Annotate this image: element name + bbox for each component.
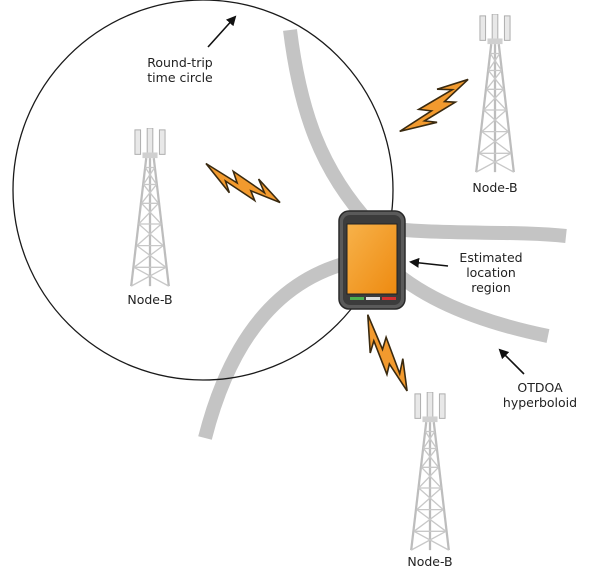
node-b-label-top-right: Node-B — [472, 180, 518, 195]
otdoa-label-line1: OTDOA — [517, 380, 563, 395]
lightning-bolt-icon — [398, 61, 469, 150]
arrow-icon — [498, 348, 525, 375]
cell-tower-icon — [474, 14, 516, 174]
lightning-bolt-icon — [344, 313, 431, 392]
node-b-label-left: Node-B — [127, 292, 173, 307]
node-b-label-bottom: Node-B — [407, 554, 453, 569]
estimated-location-label: Estimated location region — [448, 250, 534, 295]
round-trip-time-circle — [12, 0, 394, 381]
estimated-label-line1: Estimated — [459, 250, 523, 265]
otdoa-hyperbola-top — [283, 29, 567, 243]
round-trip-label-line1: Round-trip — [147, 55, 213, 70]
arrow-icon — [409, 257, 449, 268]
mobile-phone-icon — [338, 210, 406, 310]
lightning-bolt-icon — [205, 162, 281, 204]
round-trip-label-line2: time circle — [147, 70, 213, 85]
estimated-label-line2: location — [466, 265, 516, 280]
arrow-icon — [207, 15, 237, 48]
otdoa-label-line2: hyperboloid — [502, 395, 578, 410]
estimated-label-line3: region — [471, 280, 511, 295]
otdoa-label: OTDOA hyperboloid — [492, 380, 588, 410]
cell-tower-icon — [409, 392, 451, 552]
cell-tower-icon — [129, 128, 171, 288]
round-trip-label: Round-trip time circle — [135, 55, 225, 85]
